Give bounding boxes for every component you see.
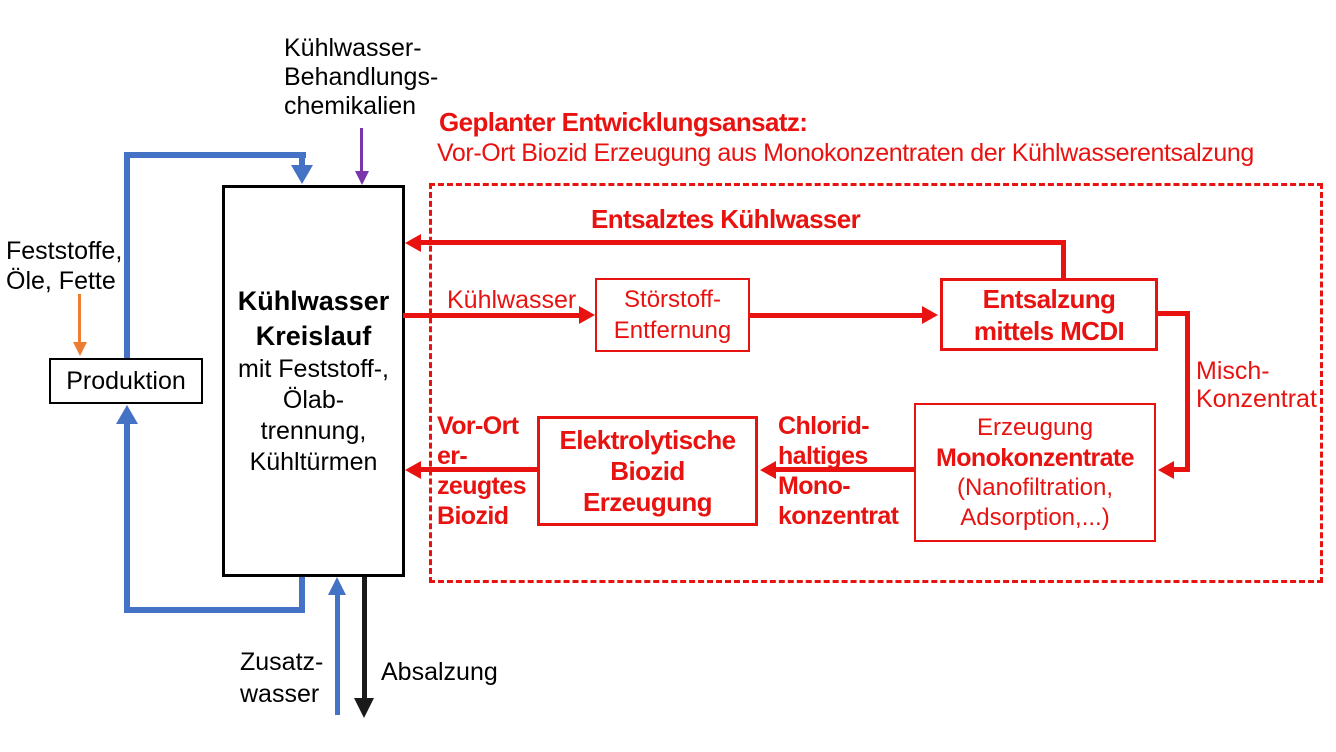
chemicals-arrow-line bbox=[360, 128, 363, 173]
stoerstoff-entsalzung-line bbox=[750, 313, 924, 318]
blue-loop-arrow-down-icon bbox=[291, 165, 313, 184]
blue-loop-left-upper-vertical bbox=[124, 155, 130, 358]
produktion-box: Produktion bbox=[49, 358, 203, 404]
blue-loop-bottom-horizontal bbox=[124, 607, 305, 613]
blue-loop-arrow-up-icon bbox=[116, 405, 138, 424]
feststoffe-arrow-line bbox=[78, 294, 81, 344]
zusatzwasser-arrow-up-icon bbox=[328, 577, 346, 595]
absalzung-arrow-down-icon bbox=[354, 698, 374, 718]
vorort-biozid-line bbox=[419, 467, 537, 472]
entsalztes-arrow-left-icon bbox=[405, 234, 421, 252]
label-misch-konzentrat: Misch- Konzentrat bbox=[1196, 357, 1317, 413]
kuehlwasser-kreislauf-subtitle: mit Feststoff-, Ölab- trennung, Kühltürm… bbox=[238, 355, 389, 476]
label-zusatzwasser: Zusatz- wasser bbox=[240, 648, 324, 708]
label-kuehlwasser-behandlungschemikalien: Kühlwasser- Behandlungs- chemikalien bbox=[284, 34, 439, 120]
development-heading: Geplanter Entwicklungsansatz: bbox=[439, 107, 808, 137]
blue-loop-top-horizontal bbox=[124, 152, 306, 158]
zusatzwasser-arrow-line bbox=[335, 592, 340, 715]
blue-loop-top-down-segment bbox=[299, 152, 305, 167]
feststoffe-arrow-down-icon bbox=[73, 342, 87, 356]
absalzung-arrow-line bbox=[362, 577, 367, 700]
entsalzung-mcdi-label: Entsalzung mittels MCDI bbox=[973, 283, 1125, 346]
elektrolytische-biozid-label: Elektrolytische Biozid Erzeugung bbox=[559, 424, 737, 517]
label-feststoffe-oele-fette: Feststoffe, Öle, Fette bbox=[6, 237, 123, 295]
label-chlorid-monokonzentrat: Chlorid- haltiges Mono- konzentrat bbox=[778, 412, 899, 530]
elektrolytische-biozid-box: Elektrolytische Biozid Erzeugung bbox=[537, 416, 758, 526]
kuehlwasser-feed-line bbox=[403, 313, 581, 318]
entsalztes-line-vertical bbox=[1061, 240, 1066, 278]
entsalzung-mcdi-box: Entsalzung mittels MCDI bbox=[940, 278, 1158, 351]
stoerstoff-entsalzung-arrow-right-icon bbox=[922, 306, 938, 324]
chemicals-arrow-down-icon bbox=[355, 171, 369, 185]
label-absalzung: Absalzung bbox=[381, 658, 498, 686]
produktion-box-label: Produktion bbox=[66, 367, 186, 395]
label-vorort-biozid: Vor-Ort er- zeugtes Biozid bbox=[437, 412, 526, 530]
blue-loop-left-lower-vertical bbox=[124, 422, 130, 613]
erzeugung-line3: (Nanofiltration, Adsorption,...) bbox=[956, 473, 1114, 531]
entsalztes-line-horizontal bbox=[419, 240, 1066, 245]
stoerstoff-entfernung-box: Störstoff- Entfernung bbox=[595, 278, 750, 352]
label-kuehlwasser-feed: Kühlwasser bbox=[447, 286, 577, 314]
chlorid-arrow-left-icon bbox=[760, 461, 776, 479]
misch-line-in bbox=[1172, 467, 1190, 472]
vorort-biozid-arrow-left-icon bbox=[405, 461, 421, 479]
blue-loop-right-vertical bbox=[299, 575, 305, 613]
chlorid-line bbox=[774, 467, 914, 472]
kuehlwasser-kreislauf-title: Kühlwasser Kreislauf bbox=[237, 286, 390, 351]
misch-arrow-left-icon bbox=[1158, 461, 1174, 479]
erzeugung-line2: Monokonzentrate bbox=[936, 443, 1135, 472]
erzeugung-line1: Erzeugung bbox=[976, 413, 1094, 441]
misch-line-vertical bbox=[1185, 311, 1190, 472]
development-subheading: Vor-Ort Biozid Erzeugung aus Monokonzent… bbox=[437, 139, 1254, 167]
kuehlwasser-kreislauf-box: Kühlwasser Kreislauf mit Feststoff-, Öla… bbox=[222, 185, 405, 577]
misch-line-out bbox=[1158, 311, 1190, 316]
label-entsalztes-kuehlwasser: Entsalztes Kühlwasser bbox=[591, 204, 861, 234]
erzeugung-monokonzentrate-box: Erzeugung Monokonzentrate (Nanofiltratio… bbox=[914, 403, 1156, 542]
kuehlwasser-feed-arrow-right-icon bbox=[579, 306, 595, 324]
development-dashed-frame bbox=[429, 183, 1323, 583]
stoerstoff-entfernung-label: Störstoff- Entfernung bbox=[613, 286, 732, 344]
